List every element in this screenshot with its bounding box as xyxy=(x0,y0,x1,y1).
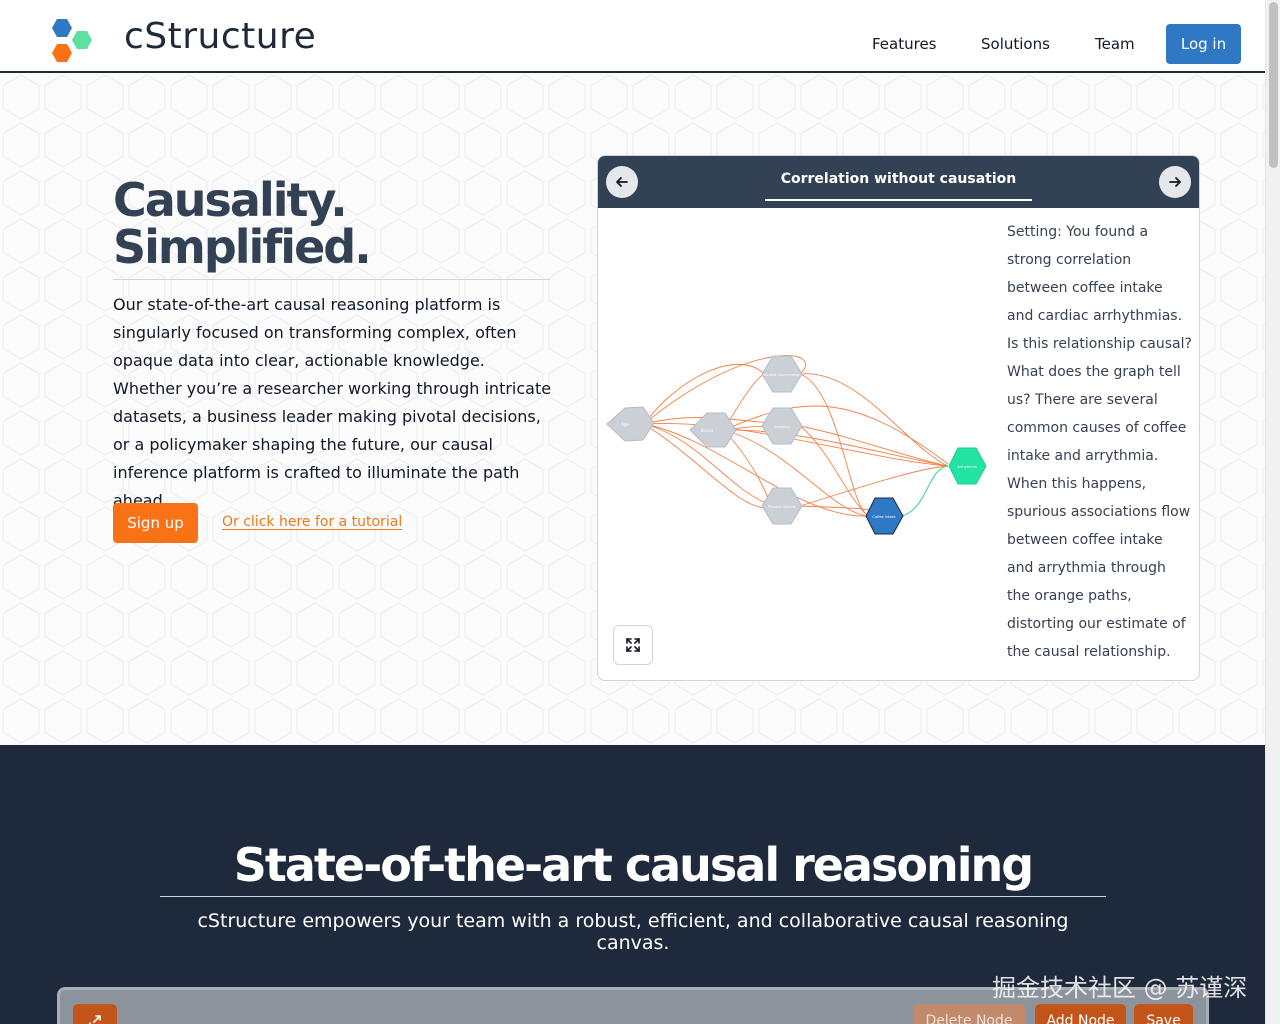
node-label: Alcohol Consumption xyxy=(763,373,800,377)
edge xyxy=(799,465,949,507)
nav-solutions[interactable]: Solutions xyxy=(981,35,1050,53)
cstructure-logo[interactable] xyxy=(48,17,100,69)
causal-edge-coffee-arrhythmia xyxy=(901,465,949,517)
login-button[interactable]: Log in xyxy=(1166,24,1241,64)
node-label: Physical Activity xyxy=(768,505,796,509)
card-title[interactable]: Correlation without causation xyxy=(765,171,1032,201)
card-header: Correlation without causation xyxy=(598,156,1199,208)
arrow-right-icon[interactable] xyxy=(1159,166,1191,198)
hero-title-line1: Causality. xyxy=(113,173,348,227)
graph-node-coffee: Coffee Intake xyxy=(865,497,904,535)
edge xyxy=(643,423,767,509)
graph-node-arrhythmia: Arrhythmia xyxy=(948,447,987,485)
brand-name[interactable]: cStructure xyxy=(124,16,317,57)
section-subtitle: cStructure empowers your team with a rob… xyxy=(197,910,1069,954)
card-description: Setting: You found a strong correlation … xyxy=(1007,224,1192,660)
edge xyxy=(723,373,765,431)
scrollbar-thumb[interactable] xyxy=(1269,2,1278,168)
arrow-left-icon[interactable] xyxy=(606,166,638,198)
expand-icon[interactable] xyxy=(613,625,653,665)
graph-node-physical: Physical Activity xyxy=(761,487,803,525)
hero-section: Causality. Simplified. Our state-of-the-… xyxy=(0,73,1265,745)
logo-hex-orange xyxy=(52,44,72,62)
hero-title-line2: Simplified. xyxy=(113,220,372,274)
nav-features[interactable]: Features xyxy=(872,35,937,53)
graph-node-smoking: Smoking xyxy=(761,407,803,445)
node-label: Smoking xyxy=(774,425,789,429)
features-section: State-of-the-art causal reasoning cStruc… xyxy=(0,745,1265,1024)
page-scrollbar[interactable] xyxy=(1265,0,1280,1024)
spurious-edges xyxy=(643,355,949,519)
hero-description: Our state-of-the-art causal reasoning pl… xyxy=(113,295,552,510)
edge xyxy=(799,373,949,467)
edge xyxy=(643,423,769,505)
causal-graph[interactable]: Age Stress Alcohol Consumption Smoking P… xyxy=(598,208,998,681)
logo-hex-blue xyxy=(52,19,72,37)
example-card: Correlation without causation xyxy=(597,155,1200,681)
graph-node-alcohol: Alcohol Consumption xyxy=(761,355,803,393)
hero-title: Causality. Simplified. xyxy=(113,177,550,280)
edge xyxy=(643,364,765,425)
graph-node-age: Age xyxy=(606,406,655,442)
node-label: Stress xyxy=(701,428,713,433)
section-title: State-of-the-art causal reasoning xyxy=(160,838,1106,897)
nav-team[interactable]: Team xyxy=(1095,35,1135,53)
signup-button[interactable]: Sign up xyxy=(113,503,198,543)
site-header: cStructure Features Solutions Team Log i… xyxy=(0,0,1265,73)
logo-hex-green xyxy=(72,31,92,49)
delete-node-button[interactable]: Delete Node xyxy=(913,1004,1025,1024)
canvas-preview: Delete Node Add Node Save xyxy=(57,987,1209,1024)
edge xyxy=(643,422,949,467)
save-button[interactable]: Save xyxy=(1134,1004,1193,1024)
edge xyxy=(723,405,949,465)
edge xyxy=(723,429,867,517)
watermark-text: 掘金技术社区 @ 苏谨深 xyxy=(992,974,1248,1002)
add-node-button[interactable]: Add Node xyxy=(1035,1004,1126,1024)
tutorial-link[interactable]: Or click here for a tutorial xyxy=(222,514,403,530)
node-label: Coffee Intake xyxy=(872,515,895,519)
edge xyxy=(799,425,949,467)
graph-node-stress: Stress xyxy=(689,412,737,448)
node-label: Arrhythmia xyxy=(957,465,977,469)
node-label: Age xyxy=(621,422,629,427)
edge xyxy=(723,429,949,467)
edge xyxy=(799,425,867,515)
edge xyxy=(723,429,771,505)
edge xyxy=(799,373,867,515)
open-external-icon[interactable] xyxy=(73,1004,117,1024)
edge xyxy=(643,355,807,425)
